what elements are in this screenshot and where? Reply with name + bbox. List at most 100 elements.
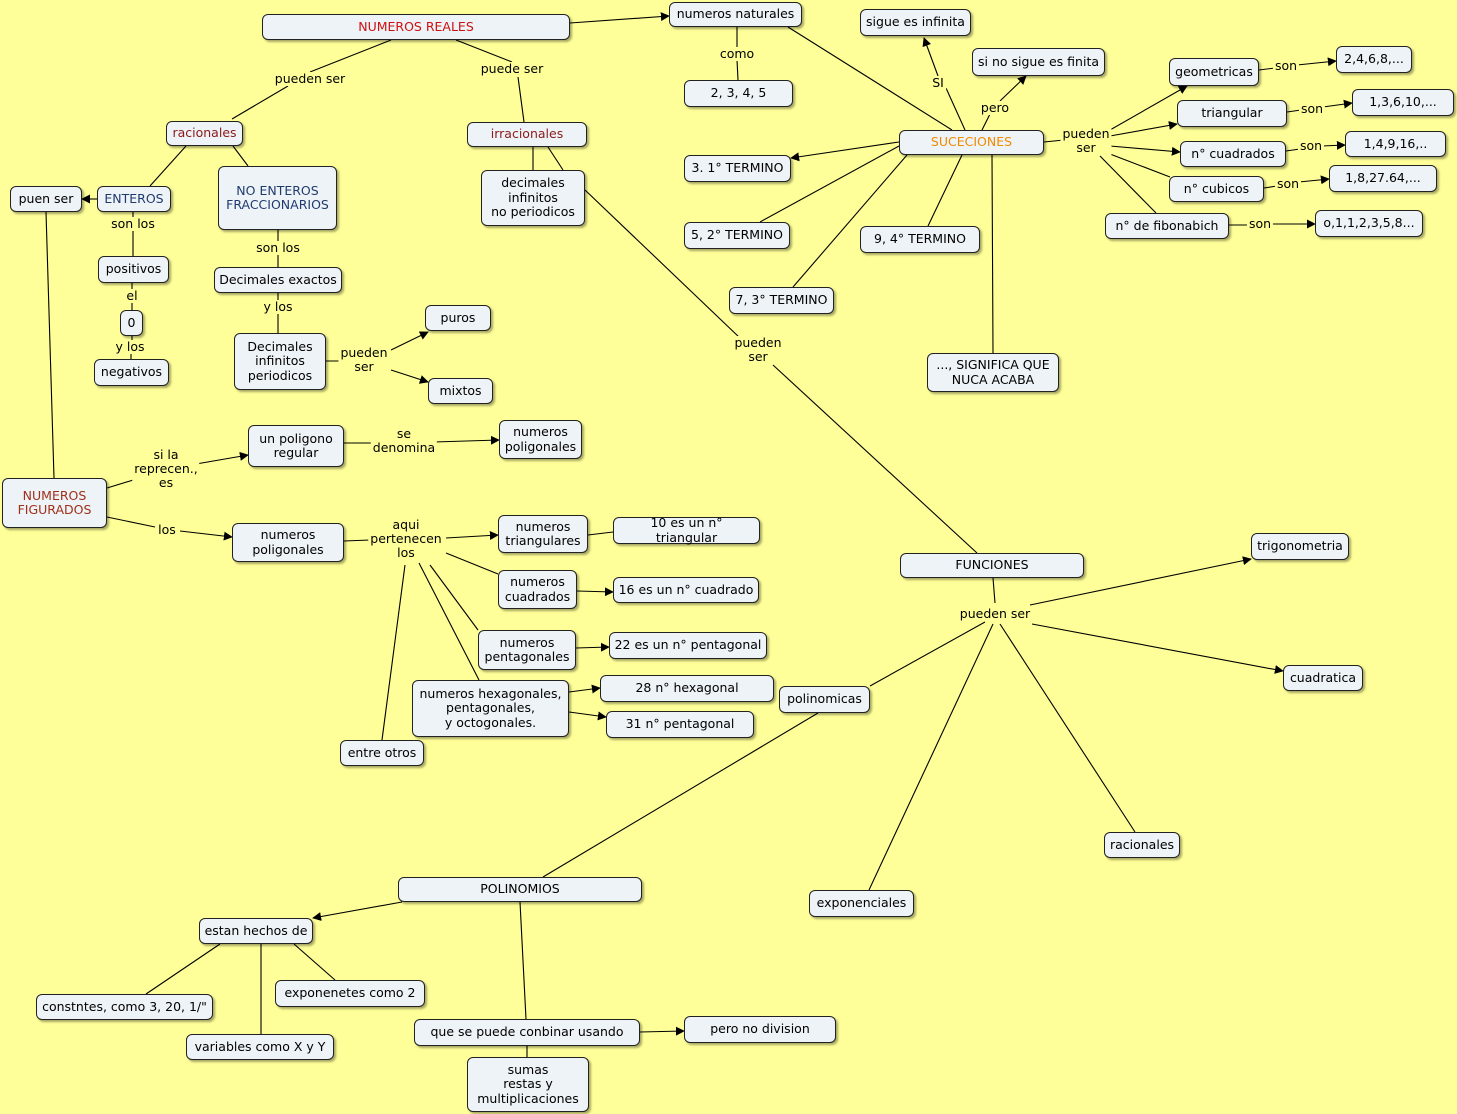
node-numeros-reales[interactable]: NUMEROS REALES bbox=[262, 14, 570, 40]
node-racionales[interactable]: racionales bbox=[166, 121, 243, 146]
node-serie-cuadrados[interactable]: 1,4,9,16,.. bbox=[1345, 131, 1446, 157]
node-sigue-es-infinita[interactable]: sigue es infinita bbox=[860, 9, 971, 36]
node-no-enteros-fraccionarios[interactable]: NO ENTEROS FRACCIONARIOS bbox=[218, 166, 337, 230]
link-aqui-pertenecen: aqui pertenecen los bbox=[368, 517, 444, 560]
connector-line bbox=[999, 75, 1027, 102]
node-numeros-figurados[interactable]: NUMEROS FIGURADOS bbox=[2, 478, 107, 528]
node-constantes[interactable]: constntes, como 3, 20, 1/" bbox=[36, 994, 213, 1020]
connector-line bbox=[343, 539, 371, 542]
connector-line bbox=[584, 189, 741, 339]
connector-line bbox=[568, 711, 607, 721]
connector-line bbox=[992, 577, 996, 604]
node-10-triangular[interactable]: 10 es un n° triangular bbox=[613, 515, 760, 544]
node-numeros-cuadrados[interactable]: numeros cuadrados bbox=[498, 570, 577, 609]
connector-line bbox=[736, 59, 739, 81]
node-variables[interactable]: variables como X y Y bbox=[186, 1034, 334, 1060]
node-serie-cubicos[interactable]: 1,8,27.64,... bbox=[1329, 165, 1437, 192]
node-termino-3[interactable]: 7, 3° TERMINO bbox=[729, 287, 834, 314]
node-negativos[interactable]: negativos bbox=[94, 359, 169, 386]
connector-line bbox=[1258, 67, 1276, 71]
node-entre-otros[interactable]: entre otros bbox=[340, 740, 424, 766]
connector-line bbox=[569, 12, 670, 24]
link-y-los-enteros: y los bbox=[113, 339, 147, 354]
link-puede-ser: puede ser bbox=[478, 61, 546, 76]
connector-line bbox=[232, 145, 249, 167]
node-un-poligono-regular[interactable]: un poligono regular bbox=[248, 425, 344, 467]
link-son-los-fraccionarios: son los bbox=[254, 240, 302, 255]
node-numeros-poligonales-denomina[interactable]: numeros poligonales bbox=[499, 420, 582, 459]
connector-line bbox=[1296, 57, 1337, 67]
node-2-3-4-5[interactable]: 2, 3, 4, 5 bbox=[684, 80, 793, 107]
connector-line bbox=[429, 564, 479, 631]
node-28-hexagonal[interactable]: 28 n° hexagonal bbox=[600, 675, 774, 702]
node-irracionales[interactable]: irracionales bbox=[467, 122, 587, 147]
link-son-cubicos: son bbox=[1274, 176, 1302, 191]
connector-line bbox=[312, 901, 403, 921]
node-numeros-naturales[interactable]: numeros naturales bbox=[669, 2, 802, 27]
link-y-los-decimales: y los bbox=[261, 299, 295, 314]
node-sumas-restas-multiplicaciones[interactable]: sumas restas y multiplicaciones bbox=[467, 1057, 589, 1112]
connector-line bbox=[149, 145, 187, 187]
node-positivos[interactable]: positivos bbox=[98, 256, 169, 283]
node-cuadratica[interactable]: cuadratica bbox=[1283, 665, 1363, 691]
node-numeros-pentagonales[interactable]: numeros pentagonales bbox=[478, 630, 576, 670]
link-son-cuadrados: son bbox=[1297, 138, 1325, 153]
node-polinomicas[interactable]: polinomicas bbox=[779, 686, 870, 713]
node-16-cuadrado[interactable]: 16 es un n° cuadrado bbox=[613, 577, 759, 603]
node-serie-triangular[interactable]: 1,3,6,10,... bbox=[1352, 89, 1454, 116]
node-22-pentagonal[interactable]: 22 es un n° pentagonal bbox=[609, 632, 767, 659]
node-n-cuadrados[interactable]: n° cuadrados bbox=[1180, 141, 1286, 167]
node-numeros-poligonales[interactable]: numeros poligonales bbox=[232, 523, 344, 562]
node-exponenciales[interactable]: exponenciales bbox=[809, 890, 914, 917]
node-triangular[interactable]: triangular bbox=[1177, 100, 1287, 127]
connector-line bbox=[542, 712, 819, 878]
node-pero-no-division[interactable]: pero no division bbox=[684, 1016, 836, 1043]
node-suceciones[interactable]: SUCECIONES bbox=[899, 130, 1044, 155]
connector-line bbox=[1285, 148, 1301, 152]
connector-line bbox=[1321, 140, 1346, 150]
node-serie-geometricas[interactable]: 2,4,6,8,... bbox=[1336, 46, 1412, 73]
link-pueden-ser-suceciones: pueden ser bbox=[1060, 126, 1112, 155]
connector-line bbox=[231, 85, 289, 120]
node-decimales-infinitos-no-periodicos[interactable]: decimales infinitos no periodicos bbox=[481, 170, 585, 226]
node-trigonometria[interactable]: trigonometria bbox=[1251, 533, 1349, 560]
node-termino-1[interactable]: 3. 1° TERMINO bbox=[684, 155, 791, 182]
node-termino-2[interactable]: 5, 2° TERMINO bbox=[684, 222, 790, 249]
connector-line bbox=[309, 39, 392, 73]
node-31-pentagonal[interactable]: 31 n° pentagonal bbox=[606, 711, 754, 738]
node-si-no-sigue-es-finita[interactable]: si no sigue es finita bbox=[972, 48, 1105, 76]
node-numeros-triangulares[interactable]: numeros triangulares bbox=[498, 515, 588, 553]
node-que-se-puede-combinar[interactable]: que se puede conbinar usando bbox=[414, 1019, 640, 1046]
node-exponentes[interactable]: exponenetes como 2 bbox=[275, 980, 425, 1007]
connector-line bbox=[1029, 556, 1252, 606]
node-funciones[interactable]: FUNCIONES bbox=[900, 553, 1084, 578]
node-n-cubicos[interactable]: n° cubicos bbox=[1169, 176, 1264, 202]
node-puros[interactable]: puros bbox=[425, 305, 491, 331]
node-puen-ser[interactable]: puen ser bbox=[10, 186, 82, 212]
link-son-fibonabich: son bbox=[1246, 216, 1274, 231]
node-n-de-fibonabich[interactable]: n° de fibonabich bbox=[1105, 213, 1229, 239]
connector-line bbox=[1109, 145, 1181, 156]
connector-line bbox=[1031, 623, 1284, 674]
node-decimales-exactos[interactable]: Decimales exactos bbox=[214, 267, 342, 293]
node-estan-hechos-de[interactable]: estan hechos de bbox=[199, 918, 313, 944]
connector-line bbox=[179, 530, 233, 541]
link-pueden-ser-funciones: pueden ser bbox=[732, 335, 784, 364]
connector-line bbox=[145, 943, 221, 995]
node-enteros[interactable]: ENTEROS bbox=[97, 186, 171, 212]
connector-line bbox=[418, 562, 480, 681]
node-geometricas[interactable]: geometricas bbox=[1169, 58, 1259, 86]
link-los: los bbox=[156, 522, 178, 537]
node-funciones-racionales[interactable]: racionales bbox=[1104, 832, 1180, 858]
node-termino-4[interactable]: 9, 4° TERMINO bbox=[860, 226, 980, 253]
node-significa-que-nunca-acaba[interactable]: ..., SIGNIFICA QUE NUCA ACABA bbox=[927, 353, 1059, 392]
node-mixtos[interactable]: mixtos bbox=[428, 378, 493, 404]
node-numeros-hexagonales[interactable]: numeros hexagonales, pentagonales, y oct… bbox=[412, 680, 569, 737]
connector-line bbox=[455, 39, 513, 63]
connector-line bbox=[293, 943, 336, 981]
node-polinomios[interactable]: POLINOMIOS bbox=[398, 877, 642, 902]
node-cero[interactable]: 0 bbox=[120, 310, 143, 336]
node-serie-fibonacci[interactable]: o,1,1,2,3,5,8... bbox=[1315, 210, 1423, 237]
connector-line bbox=[106, 516, 156, 528]
node-decimales-infinitos-periodicos[interactable]: Decimales infinitos periodicos bbox=[234, 333, 326, 390]
